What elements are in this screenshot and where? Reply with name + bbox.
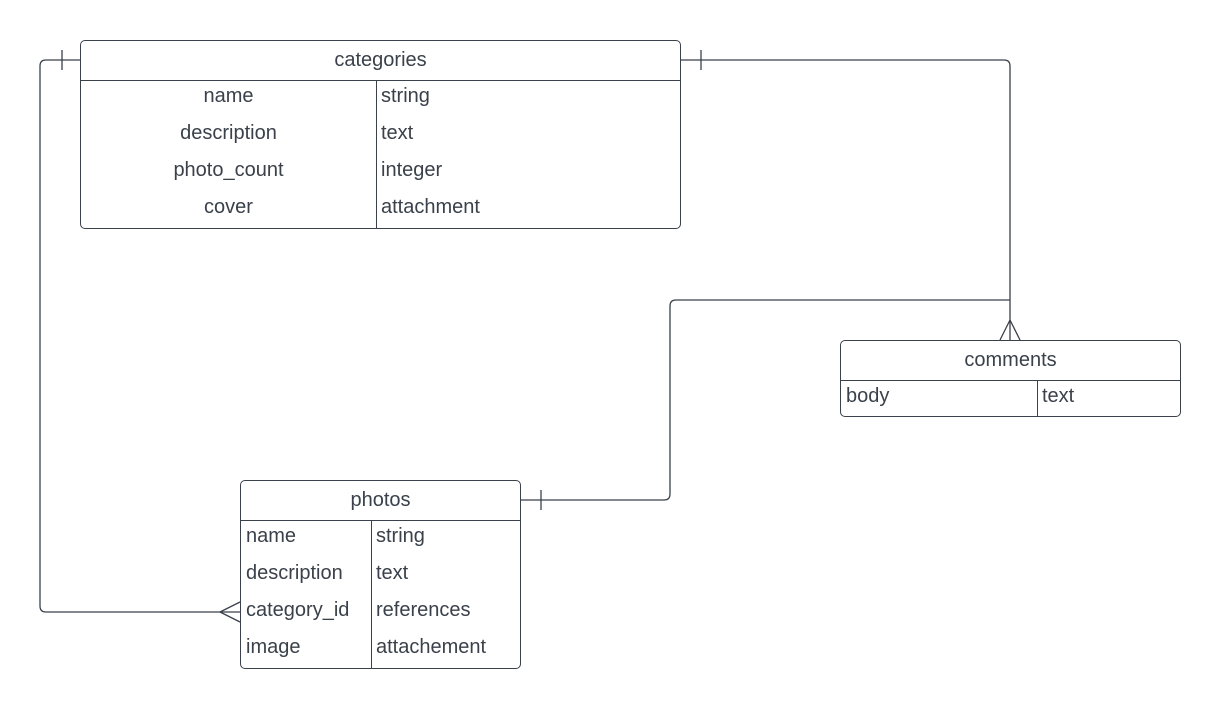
field-name: name <box>203 85 254 107</box>
entity-fields: body text <box>841 381 1180 416</box>
many-marker-comments-category <box>999 319 1021 341</box>
field-row: name string <box>81 81 680 118</box>
field-row: photo_count integer <box>81 155 680 192</box>
field-name: photo_count <box>173 159 284 181</box>
field-row: category_id references <box>241 595 520 632</box>
field-row: image attachement <box>241 632 520 668</box>
field-row: description text <box>241 558 520 595</box>
field-row: cover attachment <box>81 192 680 228</box>
entity-title: photos <box>241 481 520 521</box>
field-name: description <box>180 122 277 144</box>
field-name: cover <box>204 196 253 218</box>
field-name: description <box>246 562 343 584</box>
column-divider <box>1037 381 1038 416</box>
entity-title: comments <box>841 341 1180 381</box>
column-divider <box>376 81 377 228</box>
entity-photos[interactable]: photos name string description text cate… <box>240 480 521 669</box>
field-type: text <box>376 562 409 584</box>
field-row: body text <box>841 381 1180 416</box>
entity-fields: name string description text category_id… <box>241 521 520 668</box>
entity-title: categories <box>81 41 680 81</box>
connector-categories-comments <box>681 59 1011 340</box>
field-name: name <box>246 525 297 547</box>
connector-categories-photos <box>39 59 240 613</box>
field-type: attachement <box>376 636 487 658</box>
field-row: description text <box>81 118 680 155</box>
connector-photos-comments <box>521 299 1010 501</box>
field-type: integer <box>381 159 443 181</box>
field-name: body <box>846 385 890 407</box>
many-marker-photos-category <box>219 601 241 623</box>
field-type: text <box>381 122 414 144</box>
field-type: string <box>381 85 430 107</box>
entity-comments[interactable]: comments body text <box>840 340 1181 417</box>
field-row: name string <box>241 521 520 558</box>
field-name: image <box>246 636 301 658</box>
field-name: category_id <box>246 599 350 621</box>
entity-categories[interactable]: categories name string description text … <box>80 40 681 229</box>
field-type: text <box>1042 385 1075 407</box>
field-type: string <box>376 525 425 547</box>
column-divider <box>371 521 372 668</box>
field-type: references <box>376 599 471 621</box>
field-type: attachment <box>381 196 480 218</box>
entity-fields: name string description text photo_count… <box>81 81 680 228</box>
